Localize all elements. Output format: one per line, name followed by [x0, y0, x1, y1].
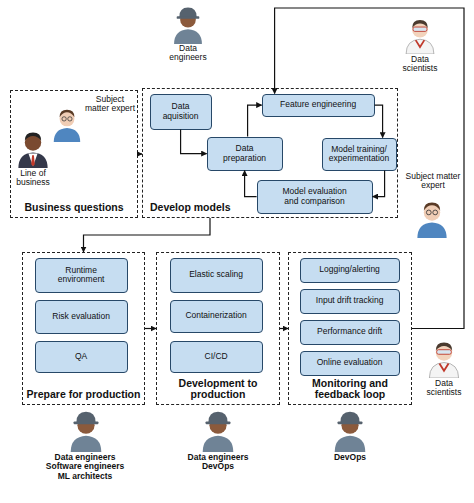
box-text: Model evaluation and comparison [276, 187, 354, 206]
group-box: Monitoring and feedback loop Logging/aler… [288, 252, 412, 405]
role-label: Data scientists [419, 379, 469, 398]
process-box: Input drift tracking [300, 289, 400, 314]
role-label: Line of business [8, 169, 58, 188]
group-box: Development to production Elastic scaling… [156, 252, 280, 405]
engineer-icon [174, 7, 202, 44]
expert-icon [417, 202, 446, 238]
process-box: Data preparation [207, 137, 283, 171]
expert-icon [54, 110, 80, 142]
box-text: Elastic scaling [189, 270, 243, 280]
role-label: Data engineers Software engineers ML arc… [40, 453, 130, 481]
scientist-icon [429, 342, 458, 378]
box-text: QA [75, 352, 87, 362]
process-box: Feature engineering [262, 94, 375, 117]
engineer-icon [71, 412, 102, 452]
box-text: Data aquisition [154, 102, 208, 121]
flow-arrow [181, 130, 207, 154]
box-text: Input drift tracking [316, 296, 384, 306]
flow-arrow [373, 171, 385, 197]
group-box: Develop modelsData aquisitionFeature eng… [142, 88, 398, 218]
process-box: QA [35, 341, 128, 373]
flow-arrow [275, 8, 464, 329]
group-heading: Monitoring and feedback loop [289, 378, 411, 401]
box-text: Runtime environment [46, 266, 117, 285]
process-box: CI/CD [170, 341, 263, 373]
process-box: Model training/ experimentation [322, 138, 397, 171]
role-label: Data scientists [395, 55, 445, 74]
flow-arrow [245, 171, 257, 197]
role-label: Data engineers DevOps [178, 453, 258, 472]
role-label: Subject matter expert [83, 95, 137, 114]
process-box: Elastic scaling [170, 258, 263, 293]
process-box: Logging/alerting [300, 258, 400, 283]
box-text: Feature engineering [280, 100, 356, 110]
engineer-icon [335, 412, 366, 452]
role-label: Data engineers [163, 44, 213, 63]
process-box: Containerization [170, 300, 263, 333]
box-text: Risk evaluation [52, 312, 110, 322]
flow-arrow [84, 218, 211, 252]
business-icon [18, 132, 47, 168]
box-text: Online evaluation [317, 358, 383, 368]
box-text: Performance drift [317, 327, 382, 337]
process-box: Performance drift [300, 320, 400, 345]
flow-arrow [145, 328, 156, 329]
flow-arrow [280, 328, 288, 329]
group-heading: Prepare for production [23, 389, 144, 401]
role-label: DevOps [315, 453, 385, 462]
box-text: CI/CD [205, 352, 228, 362]
group-box: Prepare for production Runtime environmen… [22, 252, 145, 405]
group-heading: Business questions [11, 202, 137, 214]
group-heading: Development to production [157, 378, 279, 401]
box-text: Data preparation [216, 144, 274, 163]
box-text: Containerization [185, 311, 246, 321]
process-box: Risk evaluation [35, 300, 128, 334]
box-text: Logging/alerting [319, 265, 380, 275]
engineer-icon [203, 412, 234, 452]
box-text: Model training/ experimentation [325, 145, 394, 164]
role-label: Subject matter expert [398, 172, 468, 191]
process-box: Online evaluation [300, 351, 400, 376]
flow-arrow [375, 105, 383, 138]
process-box: Model evaluation and comparison [257, 180, 373, 214]
flow-arrow [248, 105, 262, 137]
process-box: Data aquisition [150, 94, 212, 130]
process-box: Runtime environment [35, 258, 128, 293]
scientist-icon [406, 20, 434, 54]
